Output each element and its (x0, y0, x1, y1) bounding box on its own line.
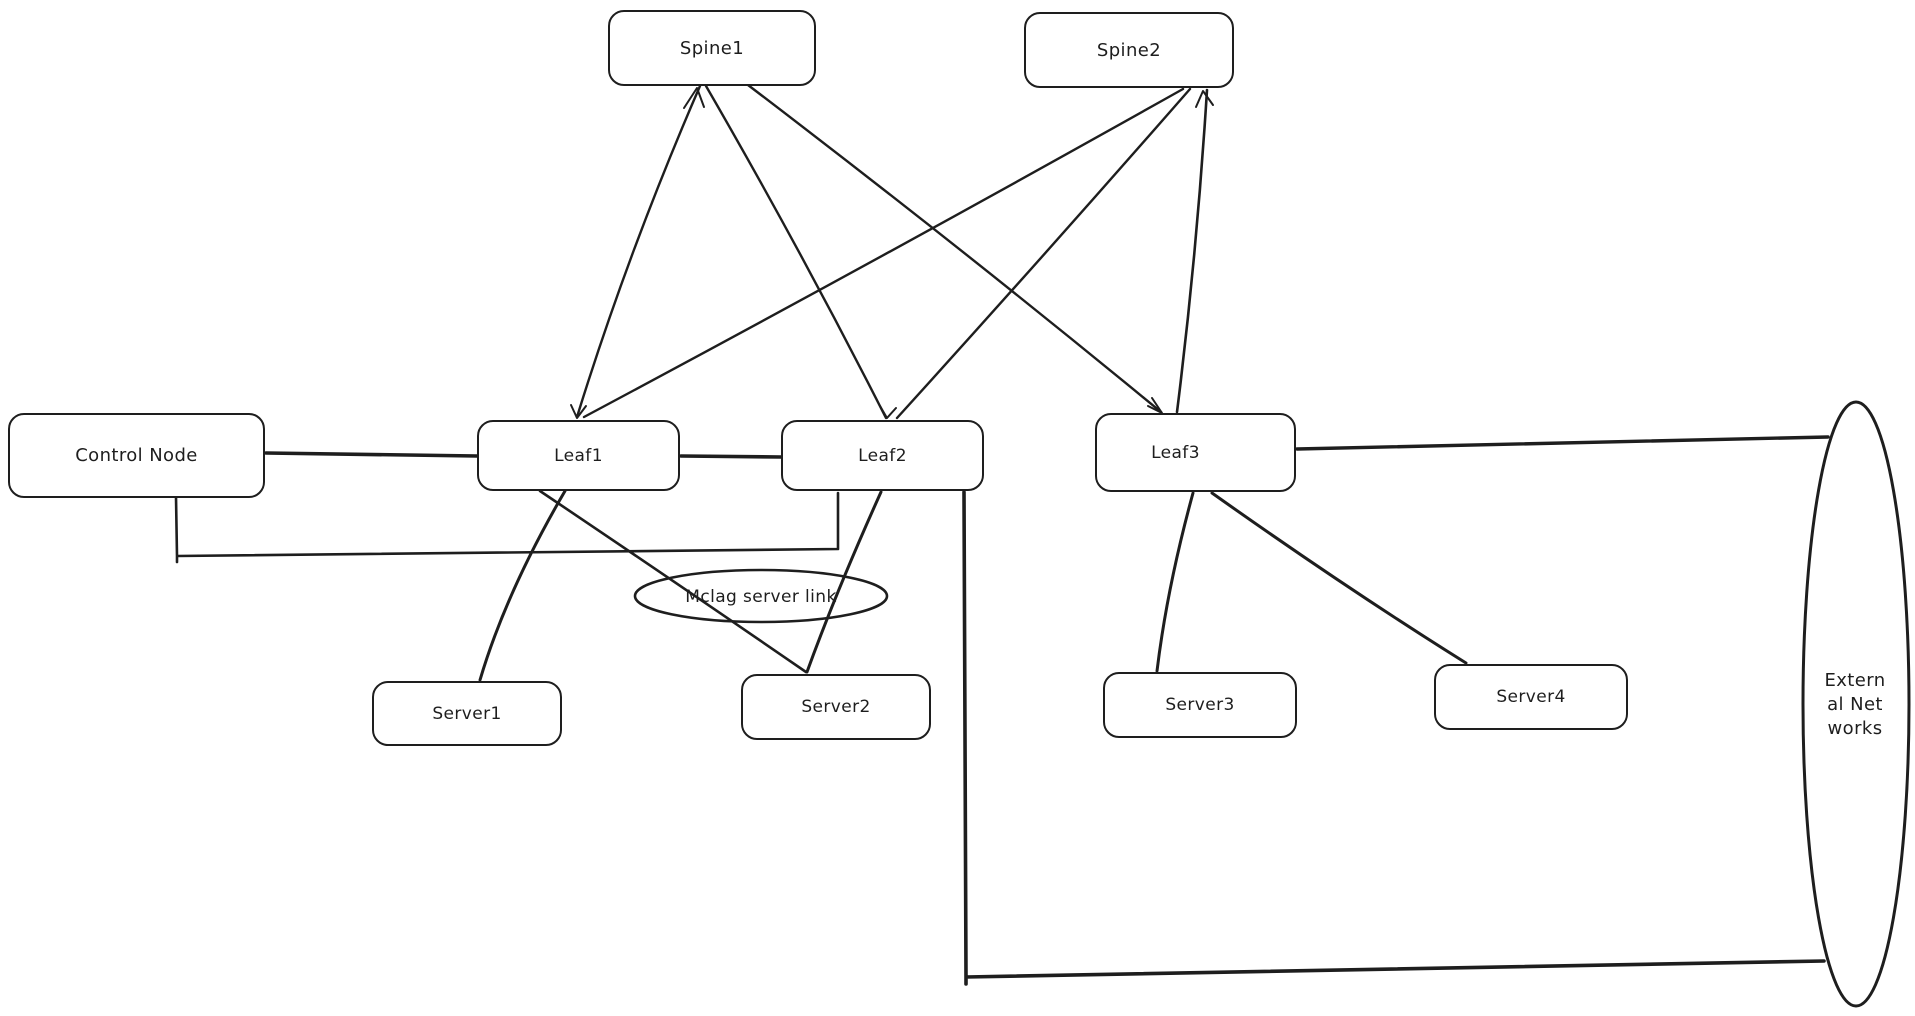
node-leaf1-label: Leaf1 (554, 445, 603, 466)
edge-spine1-leaf3[interactable] (746, 83, 1163, 414)
edge-leaf1-leaf2[interactable] (679, 454, 783, 459)
node-server2-label: Server2 (801, 697, 871, 717)
node-server3-label: Server3 (1165, 695, 1235, 715)
edge-leaf1-server2[interactable] (538, 489, 808, 674)
arrowhead-leaf2-top (879, 405, 897, 419)
mclag-ellipse-label: Mclag server link (685, 587, 837, 607)
node-spine1-label: Spine1 (679, 37, 745, 59)
external-networks-ellipse[interactable] (1801, 400, 1911, 1008)
node-server2[interactable]: Server2 (741, 674, 931, 740)
edge-leaf2-external-elbow[interactable] (962, 490, 1826, 986)
mclag-ellipse[interactable] (633, 568, 889, 624)
arrowhead-leaf1-top (570, 404, 587, 419)
node-server3[interactable]: Server3 (1103, 672, 1297, 738)
node-control-node[interactable]: Control Node (8, 413, 265, 498)
edge-spine2-leaf2[interactable] (895, 87, 1192, 420)
node-spine1[interactable]: Spine1 (608, 10, 816, 86)
node-leaf2[interactable]: Leaf2 (781, 420, 984, 491)
edge-leaf2-server2[interactable] (805, 490, 883, 674)
node-leaf3-label: Leaf3 (1151, 442, 1200, 463)
edge-spine1-leaf2[interactable] (704, 84, 888, 420)
edge-leaf3-server4[interactable] (1210, 491, 1468, 665)
arrowhead-spine1-bottom (683, 87, 705, 109)
node-spine2[interactable]: Spine2 (1024, 12, 1234, 88)
node-leaf1[interactable]: Leaf1 (477, 420, 680, 491)
arrowhead-spine2-bottom (1195, 90, 1214, 108)
node-control-node-label: Control Node (75, 445, 198, 466)
node-server4[interactable]: Server4 (1434, 664, 1628, 730)
arrowhead-leaf3-top (1147, 397, 1163, 414)
edge-leaf1-server1[interactable] (478, 489, 567, 682)
edge-spine2-leaf3[interactable] (1175, 88, 1209, 414)
node-spine2-label: Spine2 (1096, 39, 1162, 61)
node-server4-label: Server4 (1496, 687, 1566, 707)
node-server1-label: Server1 (432, 703, 502, 724)
node-leaf2-label: Leaf2 (858, 445, 907, 466)
edge-control-leaf2-elbow[interactable] (174, 491, 840, 564)
edge-leaf3-server3[interactable] (1155, 491, 1195, 673)
edge-spine1-leaf1[interactable] (575, 84, 702, 419)
edge-spine2-leaf1[interactable] (582, 87, 1185, 419)
node-server1[interactable]: Server1 (372, 681, 562, 746)
external-networks-label: External Networks (1824, 670, 1886, 739)
edge-control-leaf1[interactable] (264, 451, 479, 458)
edge-leaf3-external[interactable] (1295, 435, 1830, 451)
node-leaf3[interactable]: Leaf3 (1095, 413, 1296, 492)
